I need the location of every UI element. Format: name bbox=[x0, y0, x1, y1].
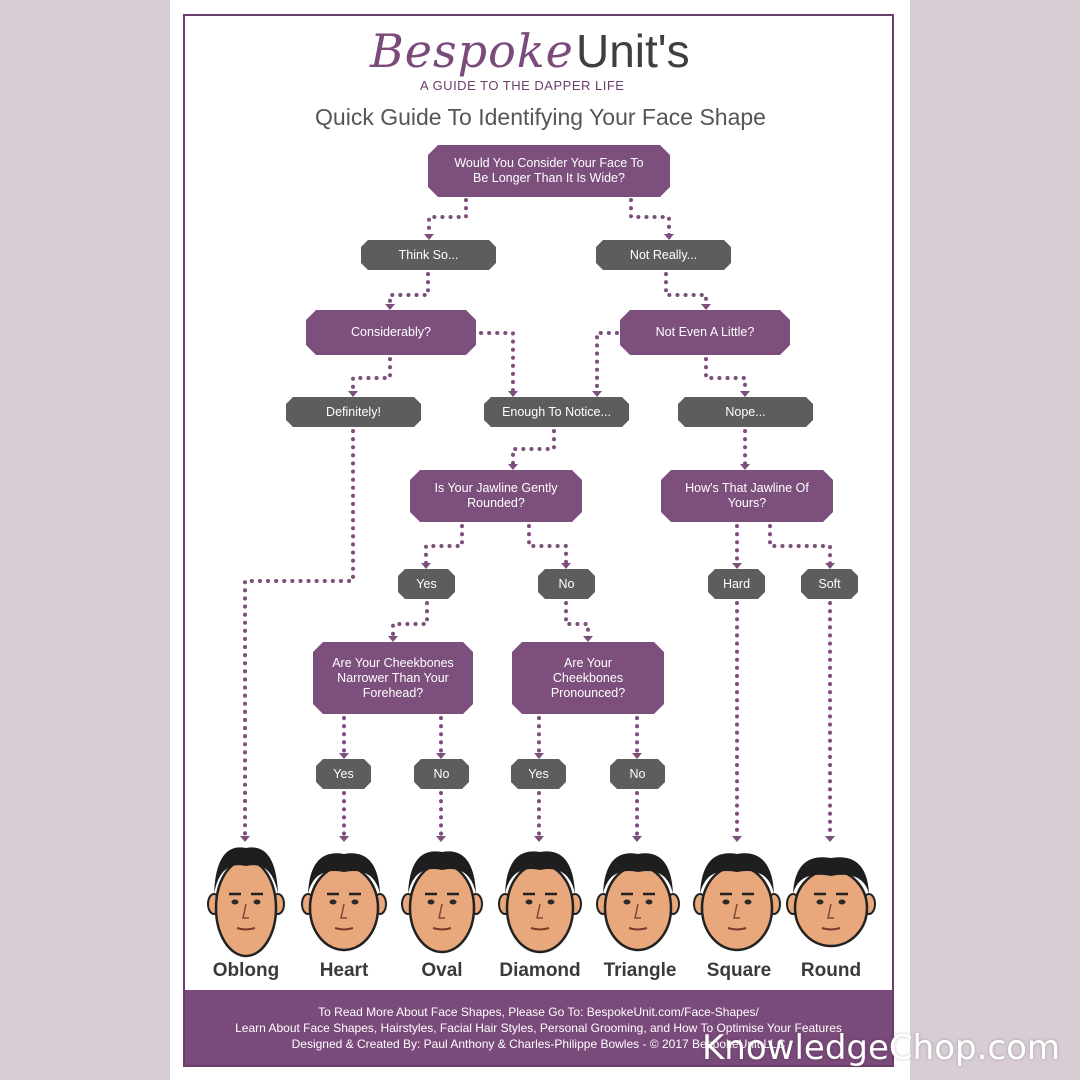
node-a-yes-3: Yes bbox=[511, 759, 566, 789]
node-a-yes-2: Yes bbox=[316, 759, 371, 789]
node-q-considerably: Considerably? bbox=[306, 310, 476, 355]
face-label-square: Square bbox=[706, 960, 772, 981]
node-a-think-so: Think So... bbox=[361, 240, 496, 270]
face-label-diamond: Diamond bbox=[499, 960, 581, 981]
node-a-nope: Nope... bbox=[678, 397, 813, 427]
node-a-no-2: No bbox=[414, 759, 469, 789]
node-q-not-even: Not Even A Little? bbox=[620, 310, 790, 355]
node-a-not-really: Not Really... bbox=[596, 240, 731, 270]
footer-line-3: Designed & Created By: Paul Anthony & Ch… bbox=[291, 1037, 786, 1051]
node-q-jawline: How's That Jawline Of Yours? bbox=[661, 470, 833, 522]
brand-tagline: A GUIDE TO THE DAPPER LIFE bbox=[420, 78, 625, 93]
face-label-oval: Oval bbox=[421, 960, 463, 981]
footer-line-2: Learn About Face Shapes, Hairstyles, Fac… bbox=[235, 1021, 842, 1035]
poster-frame bbox=[183, 14, 894, 1067]
brand-unit: Unit's bbox=[576, 25, 690, 77]
node-a-yes-1: Yes bbox=[398, 569, 455, 599]
face-label-heart: Heart bbox=[319, 960, 369, 981]
node-q-jaw-rounded: Is Your Jawline Gently Rounded? bbox=[410, 470, 582, 522]
node-a-no-3: No bbox=[610, 759, 665, 789]
node-a-hard: Hard bbox=[708, 569, 765, 599]
node-a-definitely: Definitely! bbox=[286, 397, 421, 427]
face-label-triangle: Triangle bbox=[603, 960, 677, 981]
footer-banner: To Read More About Face Shapes, Please G… bbox=[185, 990, 892, 1065]
node-a-enough: Enough To Notice... bbox=[484, 397, 629, 427]
brand-script: Bespoke bbox=[370, 24, 574, 78]
footer-line-1: To Read More About Face Shapes, Please G… bbox=[318, 1005, 759, 1019]
face-label-round: Round bbox=[800, 960, 862, 981]
node-a-soft: Soft bbox=[801, 569, 858, 599]
node-a-no-1: No bbox=[538, 569, 595, 599]
node-q-longer: Would You Consider Your Face To Be Longe… bbox=[428, 145, 670, 197]
watermark: KnowledgeChop.com bbox=[702, 1028, 1060, 1068]
face-label-oblong: Oblong bbox=[212, 960, 280, 981]
node-q-cheek-pron: Are Your Cheekbones Pronounced? bbox=[512, 642, 664, 714]
node-q-cheek-narrow: Are Your Cheekbones Narrower Than Your F… bbox=[313, 642, 473, 714]
page-title: Quick Guide To Identifying Your Face Sha… bbox=[315, 104, 766, 130]
